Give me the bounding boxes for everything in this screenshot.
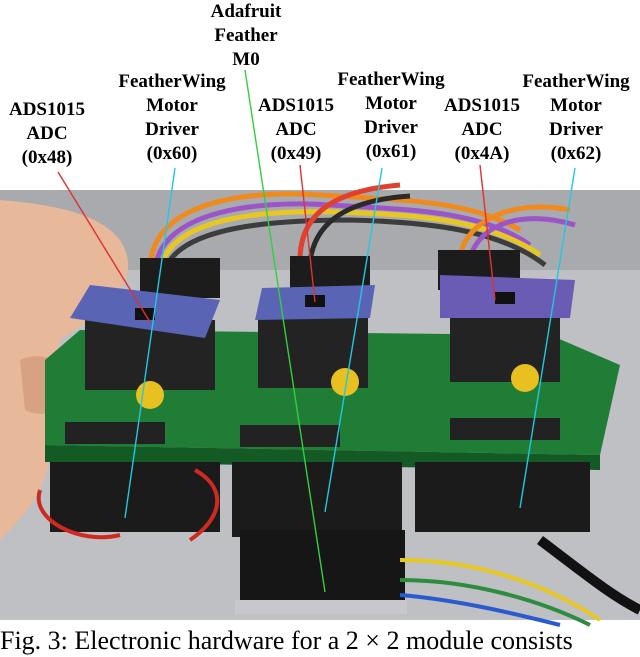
label-line: Driver: [549, 119, 603, 140]
label-line: ADC: [26, 123, 68, 144]
connector: [140, 258, 220, 298]
pin-header: [450, 418, 560, 440]
label-line: (0x61): [365, 141, 417, 162]
label-line: Driver: [364, 117, 418, 138]
label-line: (0x60): [146, 143, 198, 164]
label-line: M0: [232, 49, 260, 70]
capacitor: [136, 381, 164, 409]
label-line: Feather: [214, 25, 278, 46]
leader-lines: [57, 69, 576, 593]
label-adc-0x4a: ADS1015 ADC (0x4A): [444, 94, 520, 166]
label-line: (0x48): [21, 147, 73, 168]
label-line: ADS1015: [443, 95, 521, 116]
motor-driver-board: [232, 462, 402, 537]
feather-board: [240, 530, 405, 610]
label-line: (0x49): [270, 143, 322, 164]
pin-header: [65, 422, 165, 444]
label-feather-m0: Adafruit Feather M0: [211, 0, 282, 72]
label-line: FeatherWing: [522, 71, 630, 92]
capacitor: [511, 364, 539, 392]
label-line: Motor: [550, 95, 602, 116]
chip: [495, 292, 515, 304]
pin-header: [240, 425, 340, 447]
label-line: ADS1015: [257, 95, 335, 116]
label-motor-driver-0x60: FeatherWing Motor Driver (0x60): [118, 70, 225, 166]
label-line: ADS1015: [8, 99, 86, 120]
label-adc-0x49: ADS1015 ADC (0x49): [258, 94, 334, 166]
label-line: ADC: [275, 119, 317, 140]
label-motor-driver-0x62: FeatherWing Motor Driver (0x62): [522, 70, 629, 166]
label-line: Motor: [365, 93, 417, 114]
label-line: Driver: [145, 119, 199, 140]
label-motor-driver-0x61: FeatherWing Motor Driver (0x61): [337, 68, 444, 164]
hand: [0, 200, 129, 540]
feather-edge: [235, 600, 407, 614]
leader-motor2: [324, 167, 383, 513]
capacitor: [331, 368, 359, 396]
motor-driver-board: [50, 462, 220, 532]
label-line: (0x62): [550, 143, 602, 164]
leader-motor1: [124, 167, 176, 519]
label-line: (0x4A): [454, 143, 510, 164]
figure-caption: Fig. 3: Electronic hardware for a 2 × 2 …: [0, 626, 573, 655]
leader-feather: [244, 69, 326, 593]
leader-motor3: [519, 167, 576, 509]
loose-wires: [36, 468, 640, 627]
label-line: ADC: [461, 119, 503, 140]
socket: [450, 312, 560, 382]
motor-driver-board: [415, 462, 590, 532]
label-adc-0x48: ADS1015 ADC (0x48): [9, 98, 85, 170]
label-line: Motor: [146, 95, 198, 116]
label-line: FeatherWing: [337, 69, 445, 90]
leader-adc3: [479, 164, 496, 301]
wire-bundle: [147, 182, 576, 271]
label-line: Adafruit: [210, 1, 282, 22]
leader-adc1: [57, 171, 151, 323]
leader-adc2: [299, 164, 316, 303]
label-line: FeatherWing: [118, 71, 226, 92]
